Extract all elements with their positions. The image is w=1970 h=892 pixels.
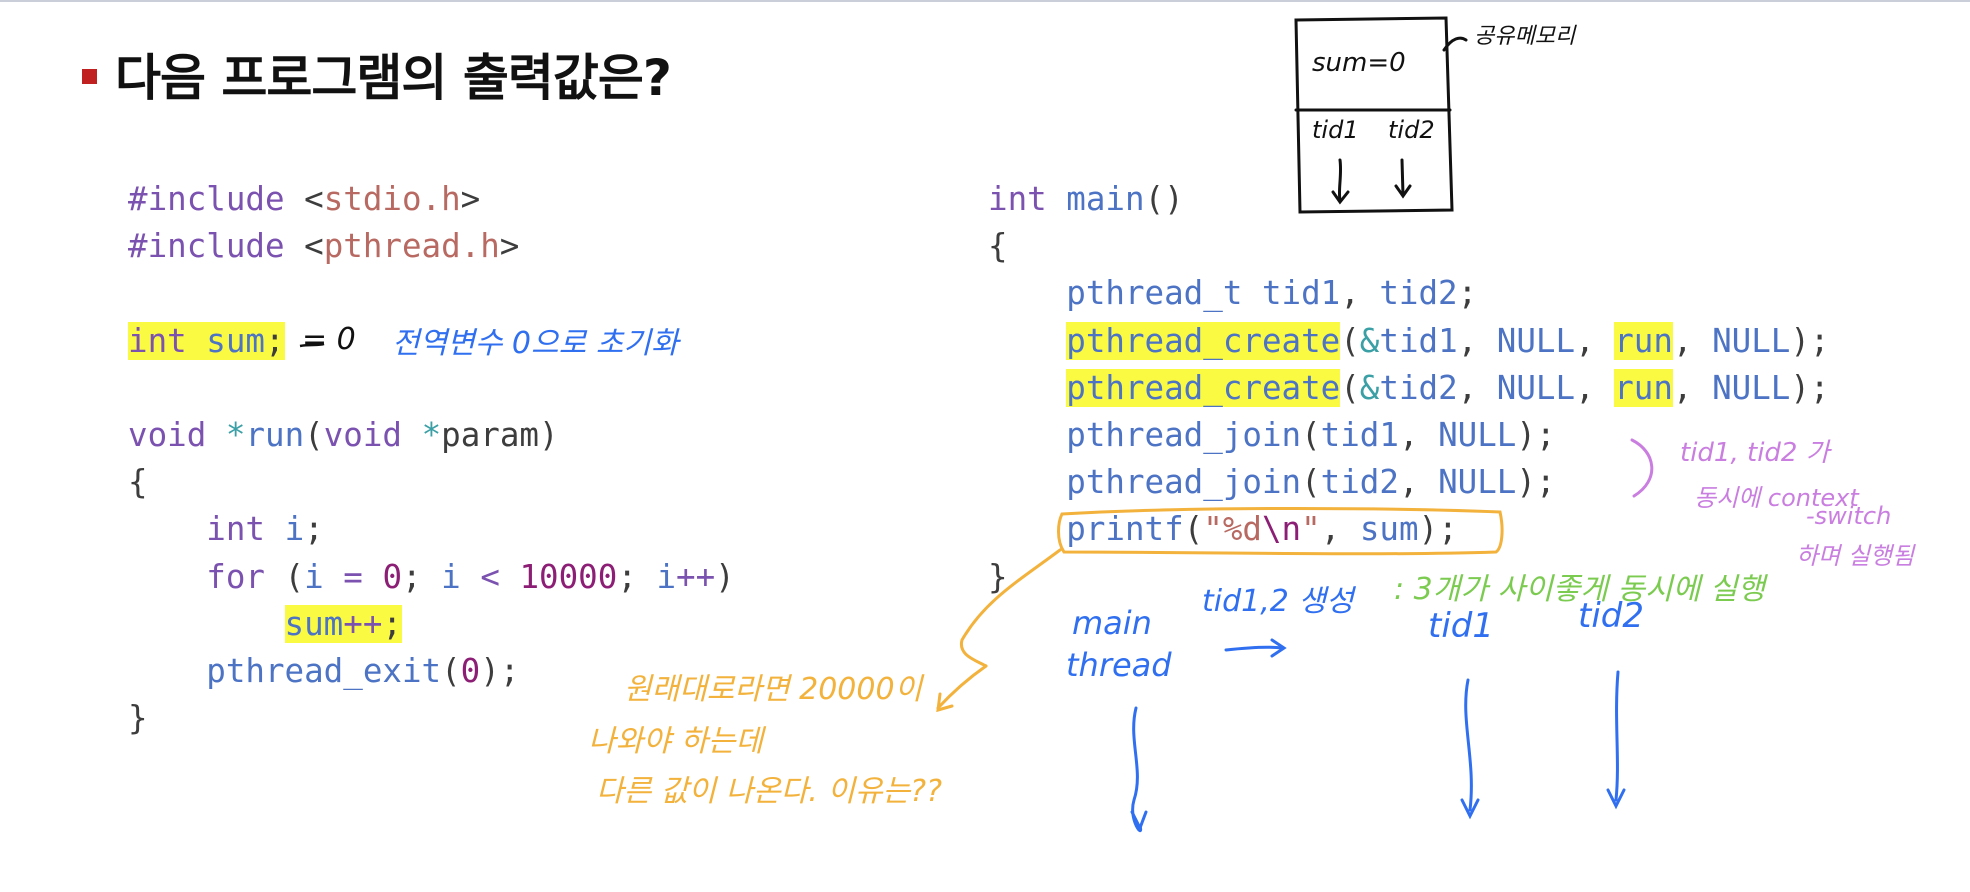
concurrent-note: : 3개가 사이좋게 동시에 실행 bbox=[1394, 572, 1765, 607]
code-line: } bbox=[988, 557, 1008, 596]
main-thread-label-1: main bbox=[1072, 604, 1152, 642]
main-thread-label-2: thread bbox=[1066, 646, 1172, 684]
sum-init-note: = 0 bbox=[302, 322, 356, 357]
code-block-left: #include <stdio.h> #include <pthread.h> i… bbox=[128, 176, 735, 742]
code-line: #include <stdio.h> bbox=[128, 180, 481, 218]
question-note-line2: 나와야 하는데 bbox=[588, 724, 764, 759]
code-line: pthread_t tid1, tid2; bbox=[1066, 274, 1478, 313]
slide-title: 다음 프로그램의 출력값은? bbox=[115, 49, 672, 107]
memory-sum-label: sum=0 bbox=[1312, 48, 1406, 78]
code-line: pthread_create(&tid2, NULL, run, NULL); bbox=[1066, 368, 1830, 407]
top-border bbox=[0, 0, 1970, 2]
code-line: { bbox=[128, 463, 148, 502]
code-line: } bbox=[128, 699, 148, 738]
code-line: int i; bbox=[206, 510, 324, 549]
code-line: void *run(void *param) bbox=[128, 415, 559, 454]
code-line: { bbox=[988, 227, 1008, 266]
code-line: pthread_join(tid1, NULL); bbox=[1066, 415, 1556, 454]
context-note-line3: -switch bbox=[1806, 502, 1892, 530]
memory-tid1-label: tid1 bbox=[1312, 116, 1359, 144]
code-line: pthread_exit(0); bbox=[206, 651, 520, 690]
code-line: printf("%d\n", sum); bbox=[1066, 510, 1458, 549]
code-line: #include <pthread.h> bbox=[128, 227, 520, 266]
context-note-line1: tid1, tid2 가 bbox=[1680, 438, 1830, 468]
code-line: int sum; bbox=[128, 321, 285, 360]
code-line: sum++; bbox=[284, 604, 402, 643]
sum-init-stroke bbox=[299, 342, 325, 348]
slide-title-row: 다음 프로그램의 출력값은? bbox=[82, 38, 672, 110]
thread-create-note: tid1,2 생성 bbox=[1202, 584, 1354, 619]
question-note-line1: 원래대로라면 20000이 bbox=[624, 672, 923, 707]
title-bullet-icon bbox=[82, 68, 97, 84]
context-note-line4: 하며 실행됨 bbox=[1796, 542, 1915, 570]
code-line: pthread_create(&tid1, NULL, run, NULL); bbox=[1066, 321, 1830, 360]
code-block-right: int main() { pthread_t tid1, tid2; pthrea… bbox=[988, 176, 1829, 601]
tid2-thread-label: tid2 bbox=[1578, 596, 1644, 636]
memory-tid2-label: tid2 bbox=[1388, 116, 1435, 144]
code-line: int main() bbox=[988, 180, 1184, 218]
context-note-line2: 동시에 context bbox=[1694, 484, 1859, 512]
thread-arrows bbox=[1130, 638, 1626, 833]
printf-highlight-stroke bbox=[936, 507, 1504, 713]
code-line: pthread_join(tid2, NULL); bbox=[1066, 463, 1556, 502]
shared-memory-box bbox=[1294, 16, 1468, 214]
global-var-note: 전역변수 0으로 초기화 bbox=[392, 326, 679, 361]
question-note-line3: 다른 값이 나온다. 이유는?? bbox=[596, 774, 942, 809]
tid1-thread-label: tid1 bbox=[1428, 606, 1494, 646]
code-line: for (i = 0; i < 10000; i++) bbox=[206, 557, 735, 596]
shared-memory-label: 공유메모리 bbox=[1474, 24, 1576, 49]
join-bracket-stroke bbox=[1630, 438, 1654, 498]
